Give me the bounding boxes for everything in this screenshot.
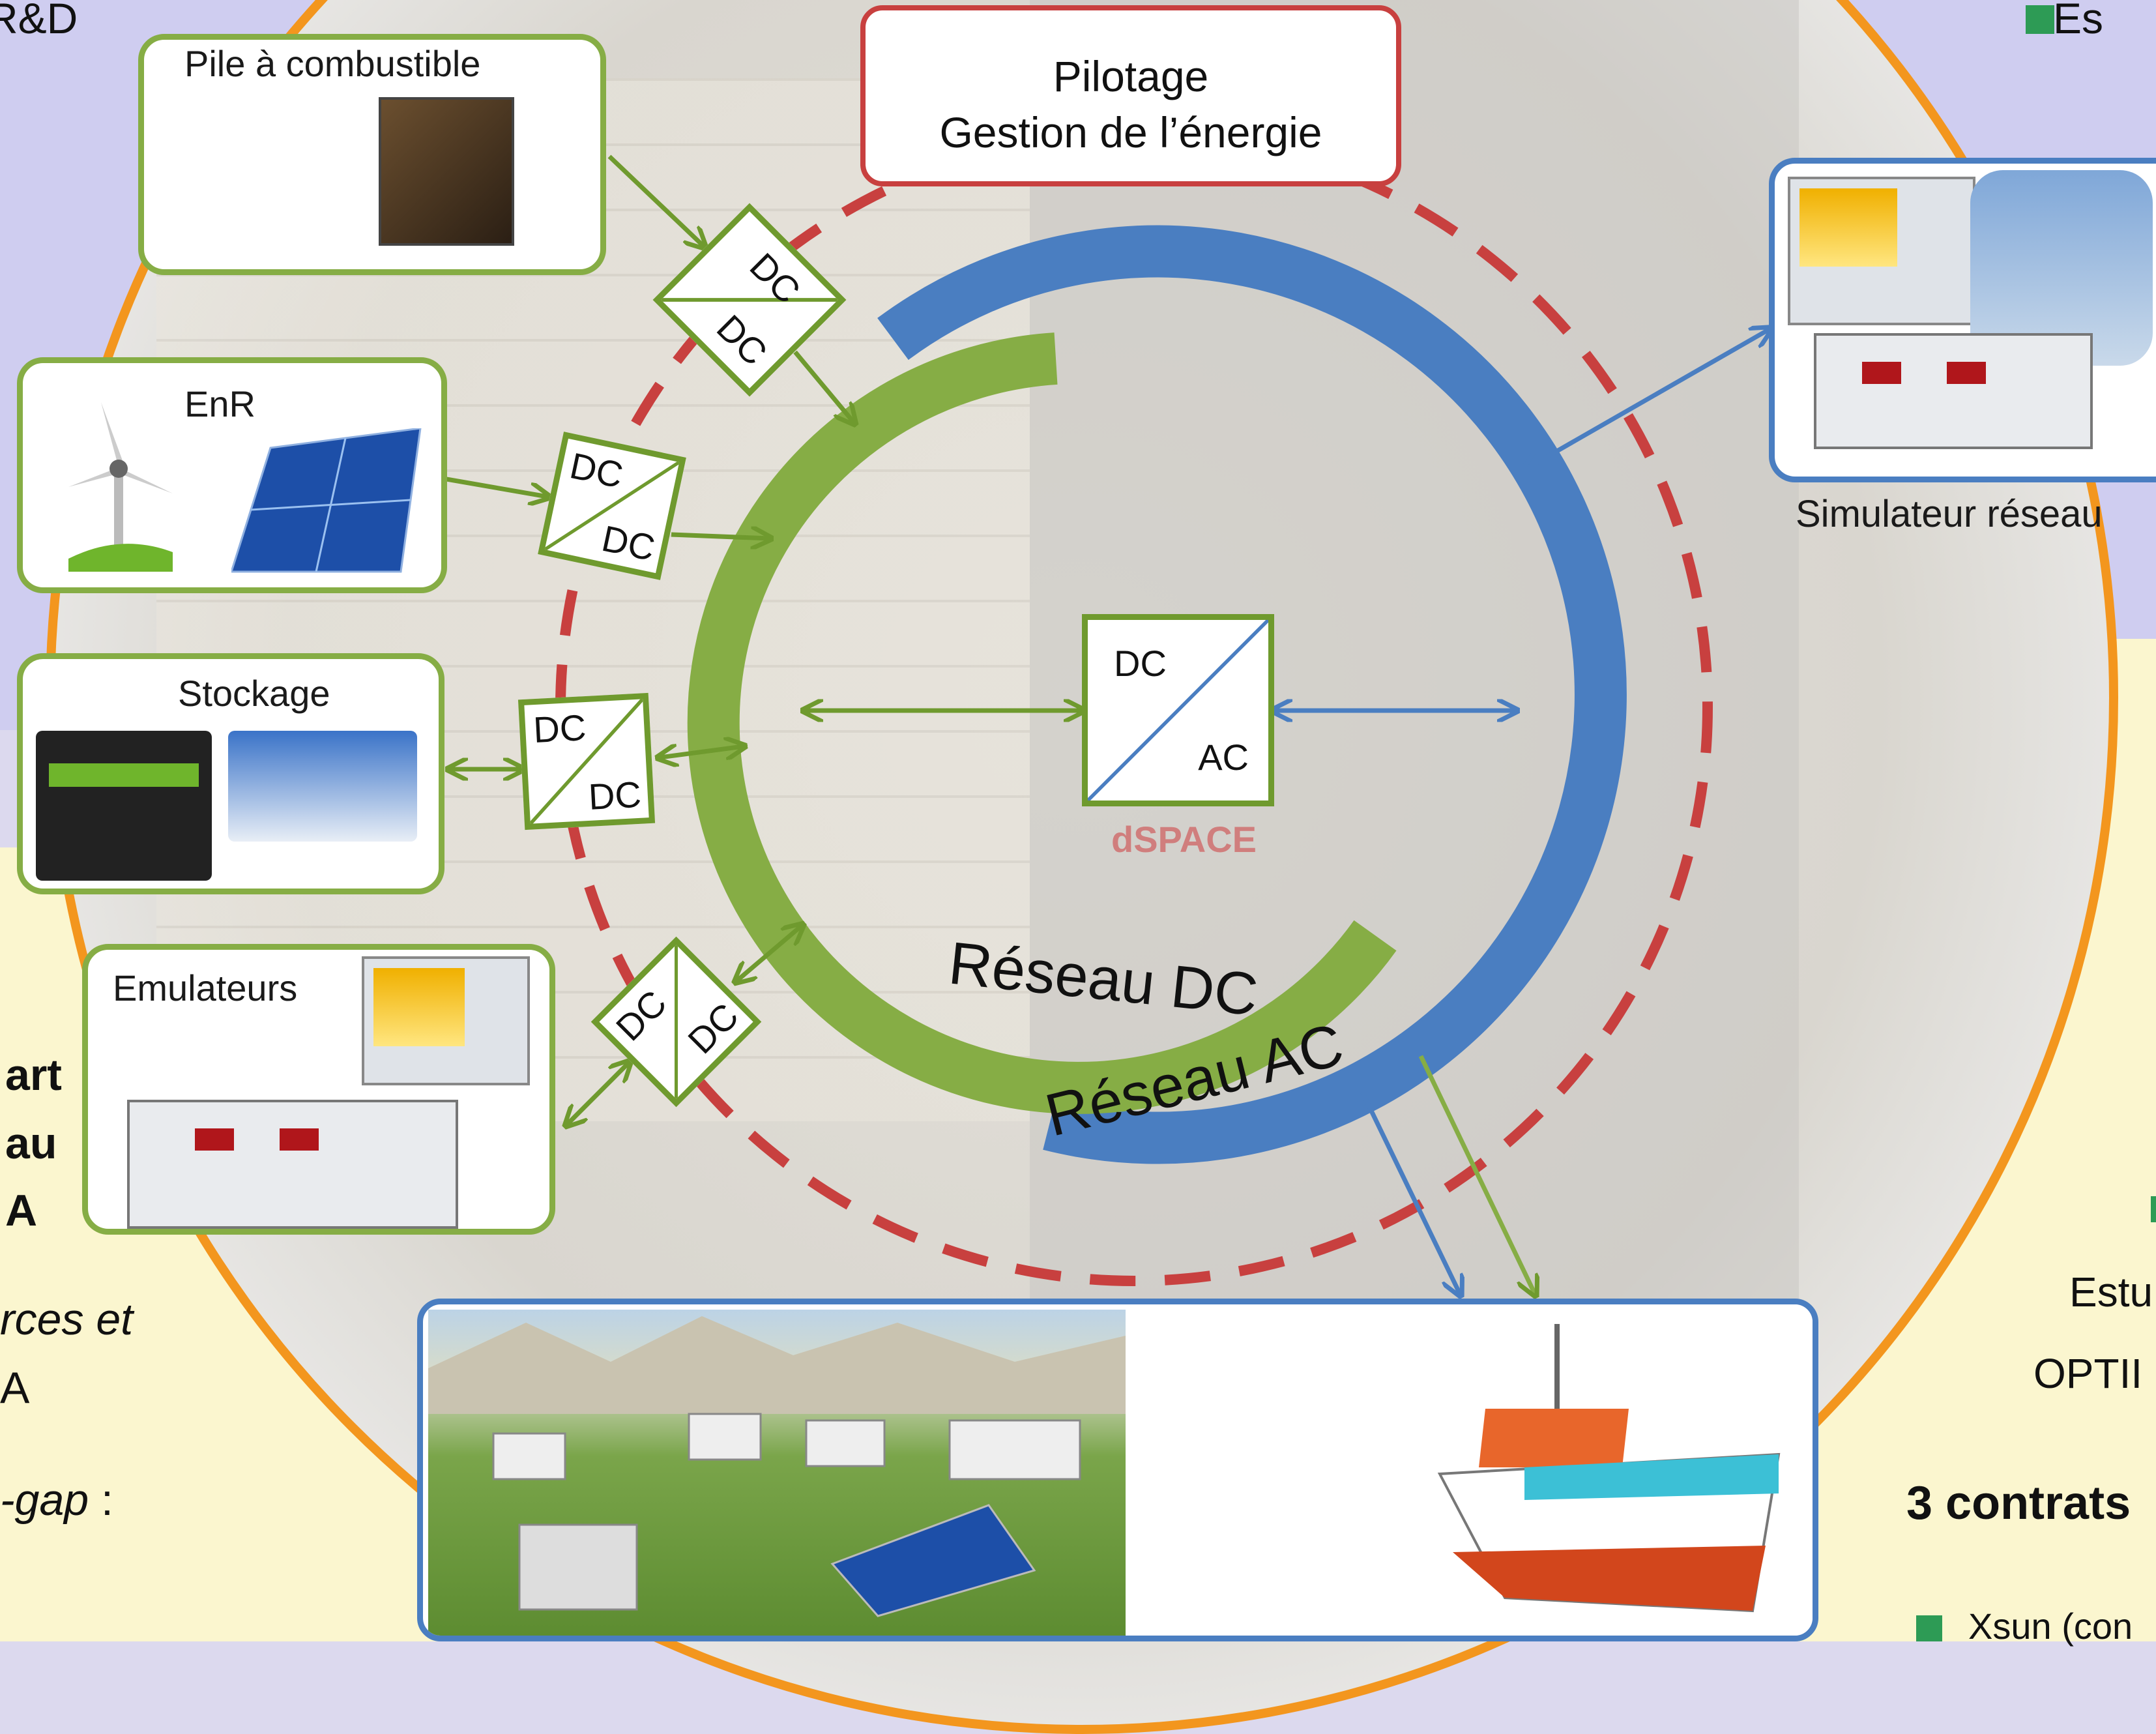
card-emulators-label: Emulateurs (113, 967, 298, 1008)
solar-panel-icon (231, 428, 422, 573)
ac-ring (877, 225, 1627, 1164)
arrow-enr-to-dcdc (446, 477, 547, 497)
card-storage-label: Stockage (178, 673, 330, 714)
arrow-acring-grid (1525, 329, 1770, 469)
arrow-emul-dcdc (567, 1063, 629, 1124)
supercapacitor-image (228, 731, 417, 842)
computer-icon (1788, 177, 1975, 325)
computer-icon (362, 956, 530, 1085)
control-subtitle: Gestion de l’énergie (939, 108, 1322, 156)
dc-ring (687, 332, 1397, 1114)
bullet-icon (1916, 1615, 1942, 1641)
arrow-dcdc-ring-3 (660, 746, 743, 757)
card-emulators: Emulateurs (82, 944, 555, 1235)
ship-image-frame (1414, 1304, 1813, 1636)
card-renewables: EnR (17, 357, 447, 593)
control-box: Pilotage Gestion de l’énergie (860, 5, 1401, 186)
microgrid-village-image (428, 1310, 1126, 1636)
power-supply-icon (1814, 333, 2093, 449)
card-grid-simulator-label: Simulateur réseau (1796, 493, 2103, 535)
side-text-a2: A (0, 1363, 30, 1413)
wind-turbine-icon (68, 402, 173, 572)
arrow-fuel-to-dcdc (607, 154, 704, 246)
fuel-cell-image (379, 97, 514, 246)
card-renewables-label: EnR (184, 383, 255, 424)
converter-enr: DC DC (538, 432, 686, 580)
converter-emulators: DC DC (590, 936, 762, 1108)
side-text-gap: -gap : (0, 1475, 113, 1525)
dspace-logo: dSPACE (1111, 819, 1257, 860)
side-text-au: au (5, 1119, 57, 1168)
power-supply-icon (127, 1100, 458, 1229)
converter-dc-ac: DC AC (1082, 614, 1274, 806)
side-text-rd: R&D (0, 0, 78, 42)
side-text-contrats: 3 contrats (1906, 1477, 2131, 1529)
ship-illustration (1437, 1324, 1781, 1613)
arrow-ac-to-apps (1360, 1091, 1460, 1294)
side-text-rces: rces et (0, 1295, 134, 1344)
side-text-es: Es (2053, 0, 2104, 42)
side-text-art: art (5, 1050, 62, 1100)
card-grid-simulator (1769, 158, 2156, 482)
bullet-icon (2151, 1196, 2156, 1222)
arrow-dcdc-to-ring (793, 350, 854, 422)
side-text-a: A (5, 1186, 38, 1235)
side-text-optii: OPTII (2033, 1350, 2143, 1397)
arrow-dcdc-ring-4 (736, 926, 802, 981)
converter-storage: DC DC (517, 692, 656, 830)
village-illustration (428, 1316, 1126, 1617)
card-fuel-cell: Pile à combustible (138, 34, 606, 275)
card-fuel-cell-label: Pile à combustible (184, 43, 481, 84)
side-text-xsun: Xsun (con (1968, 1606, 2133, 1647)
arrow-dc-to-apps (1418, 1055, 1535, 1294)
control-title: Pilotage (1053, 52, 1209, 100)
converter-fuel-cell: DC DC (652, 203, 847, 397)
applications-box (417, 1299, 1818, 1641)
battery-image (36, 731, 212, 881)
card-storage: Stockage (17, 653, 444, 894)
arrow-dcdc-to-ring-2 (671, 535, 769, 538)
bullet-icon (2026, 5, 2054, 34)
side-text-estu: Estu (2069, 1269, 2153, 1315)
